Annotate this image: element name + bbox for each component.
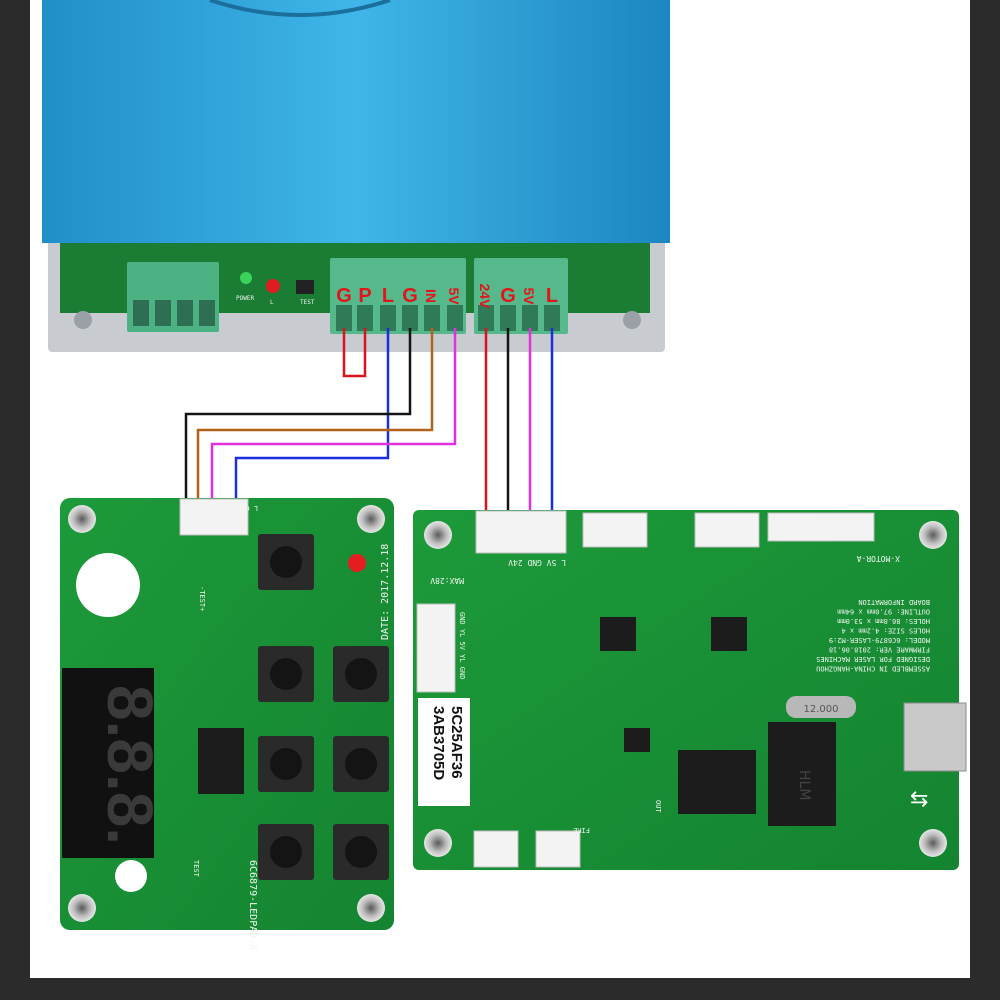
test-plus-label: -TEST+ — [198, 586, 206, 611]
board-info-line: OUTLINE: 97.0mm x 64mm — [837, 608, 930, 616]
test-label: TEST — [192, 860, 200, 878]
fire-label: FIRE — [573, 826, 590, 834]
led-board-cutout-small — [115, 860, 147, 892]
x-motor-label: X-MOTOR-A — [856, 554, 900, 563]
fan-grill — [209, 0, 391, 17]
x-motor-connector — [694, 512, 760, 548]
wire-l-to-led — [234, 328, 390, 530]
usb-port — [903, 702, 967, 772]
crystal — [786, 696, 856, 718]
power-connector-label: L 5V GND 24V — [508, 558, 566, 567]
led-board-connector — [179, 498, 249, 536]
mount-hole — [357, 894, 385, 922]
mcu-chip — [678, 750, 756, 814]
gnd-l-label: GND — [487, 831, 500, 839]
psu-terminal-label: P — [358, 285, 371, 307]
driver-chip-1 — [600, 617, 636, 651]
mount-hole — [68, 505, 96, 533]
l-bottom-label: L — [514, 831, 518, 839]
wires — [184, 328, 554, 530]
controller-board: ⇆ HLM 12.000 5C25AF36 3AB3705D L 5V GND … — [413, 510, 967, 870]
tactile-button — [333, 824, 389, 880]
crystal-label: 12.000 — [804, 704, 839, 715]
mount-hole — [357, 505, 385, 533]
usb-icon: ⇆ — [910, 787, 928, 812]
tactile-button — [258, 824, 314, 880]
sticker-line-1: 5C25AF36 — [448, 706, 465, 779]
board-info-line: ASSEMBLED IN CHINA-HANGZHOU — [816, 665, 930, 673]
led-connector-label: L G 5V IN G — [212, 504, 258, 512]
tactile-button — [333, 646, 389, 702]
psu-terminal-label: L — [546, 285, 558, 307]
psu-terminal-label: L — [382, 285, 394, 307]
board-info-line: FIRMWARE VER: 2018.06.18 — [829, 646, 930, 654]
psu-terminal-label: G — [336, 285, 352, 307]
mount-hole — [424, 829, 452, 857]
psu-l-text: L — [270, 299, 274, 306]
y-connector-label: GND YL 5V YL GND — [458, 612, 466, 679]
display-digits: 8.8.8. — [94, 685, 166, 845]
board-info-line: HOLES: 86.8mm x 53.0mm — [837, 617, 930, 625]
wire-in-to-led — [196, 328, 434, 530]
wire-g-to-led — [184, 328, 412, 530]
psu-left-terminal — [127, 262, 219, 332]
psu-test-text: TEST — [300, 299, 315, 306]
mount-hole — [919, 829, 947, 857]
psu-terminal-label: G — [402, 285, 418, 307]
psu-screw — [623, 311, 641, 329]
serial-sticker — [418, 698, 470, 806]
board-info-line: DESIGNED FOR LASER MACHINES — [816, 655, 930, 663]
ribbon-connector — [767, 512, 875, 542]
mount-hole — [68, 894, 96, 922]
small-ic — [624, 728, 650, 752]
endstop-connector-2 — [535, 830, 581, 868]
tactile-button — [258, 646, 314, 702]
power-input-connector — [475, 510, 567, 554]
board-info-line: MODEL: 6C6879-LASER-M2:9 — [829, 636, 930, 644]
tactile-button — [258, 534, 314, 590]
test-button — [296, 280, 314, 294]
status-led — [348, 554, 366, 572]
power-led — [240, 272, 252, 284]
max-voltage-label: MAX:28V — [430, 576, 464, 585]
mount-hole — [424, 521, 452, 549]
psu-terminal-label: 24V — [477, 284, 493, 310]
psu-screw — [74, 311, 92, 329]
psu-power-text: POWER — [236, 295, 254, 302]
usb-chip — [768, 722, 836, 826]
led-pad-board: L G 5V IN G 8.8.8. DATE: 2017.12.18 6C68… — [60, 498, 394, 950]
side-connector — [416, 603, 456, 693]
led-board-model: 6C6879-LEDPAD-A — [247, 860, 258, 950]
out-label: OUT — [654, 800, 662, 813]
ex-label: EX+ EX- — [540, 831, 570, 839]
led-board-cutout — [76, 553, 140, 617]
laser-led — [266, 279, 280, 293]
wire-5v-to-led — [210, 328, 457, 530]
mount-hole — [919, 521, 947, 549]
tactile-button — [333, 736, 389, 792]
psu-terminal-label: IN — [423, 289, 439, 303]
board-info-line: BOARD INFORMATION — [858, 598, 930, 606]
y-motor-connector — [582, 512, 648, 548]
board-info-line: HOLES SIZE: 4.2mm x 4 — [841, 627, 930, 635]
psu-terminal-label: 5V — [521, 287, 537, 305]
endstop-connector-1 — [473, 830, 519, 868]
seven-segment-display — [62, 668, 154, 858]
tactile-button — [258, 736, 314, 792]
wire-g-p-loop — [342, 328, 367, 378]
psu-terminal-label: G — [500, 285, 516, 307]
led-board-date: DATE: 2017.12.18 — [380, 544, 391, 640]
psu-terminal-label: 5V — [446, 287, 462, 305]
usb-chip-label: HLM — [796, 770, 812, 800]
driver-chip-2 — [711, 617, 747, 651]
sticker-line-2: 3AB3705D — [430, 706, 447, 780]
led-driver-ic — [198, 728, 244, 794]
controller-pcb — [413, 510, 959, 870]
psu-blue-case — [42, 0, 670, 243]
